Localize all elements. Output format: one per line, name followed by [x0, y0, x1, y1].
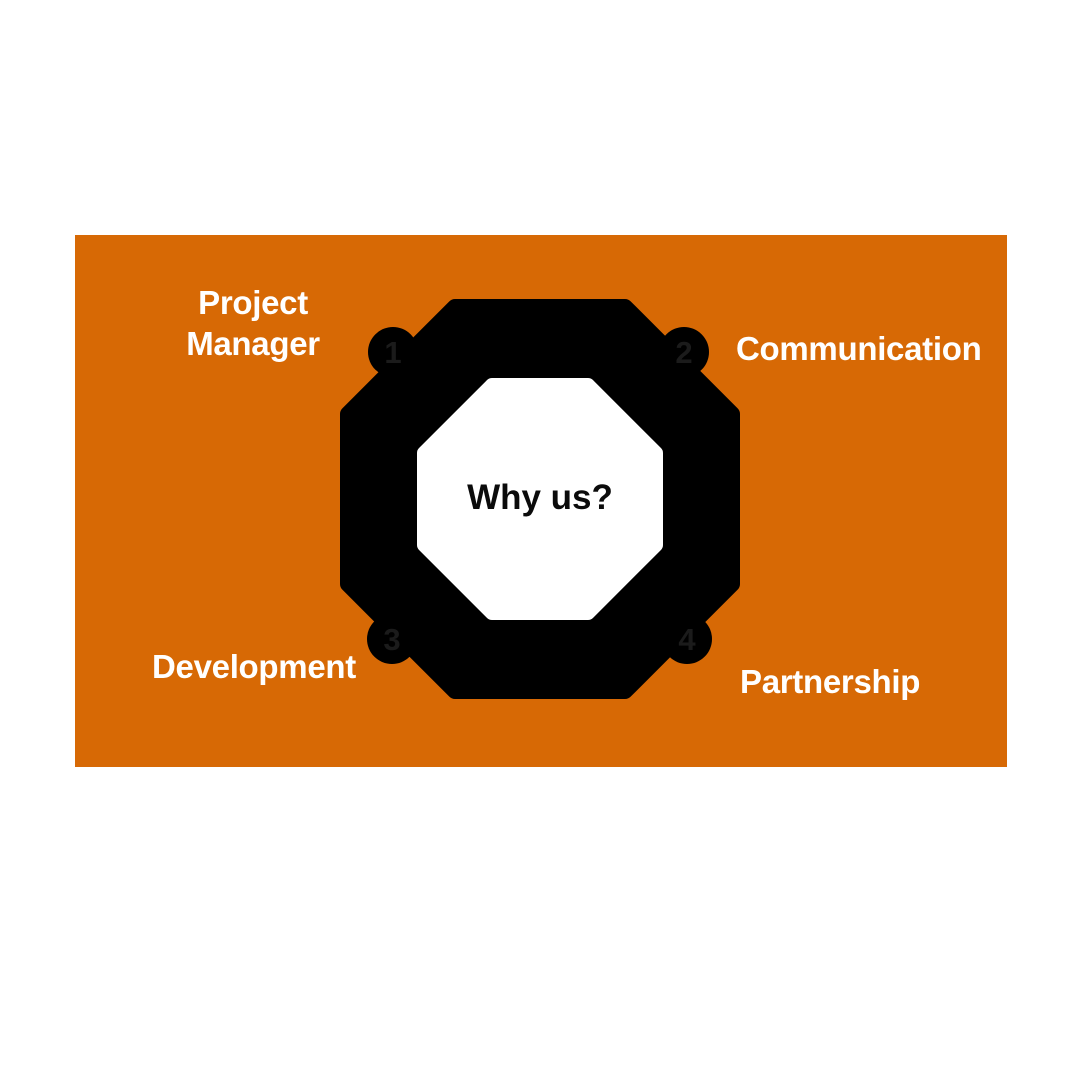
step-number-4: 4: [678, 622, 696, 657]
center-label: Why us?: [467, 478, 613, 517]
step-marker-1: [368, 327, 418, 377]
label-partnership: Partnership: [740, 663, 921, 700]
step-number-1: 1: [384, 335, 401, 370]
step-number-3: 3: [383, 622, 400, 657]
label-communication: Communication: [736, 330, 982, 367]
label-project-manager: Project Manager: [186, 284, 320, 362]
step-marker-4: [662, 614, 712, 664]
step-marker-3: [367, 614, 417, 664]
step-number-2: 2: [675, 335, 692, 370]
label-development: Development: [152, 648, 356, 685]
center-shape: [417, 378, 663, 620]
step-marker-2: [659, 327, 709, 377]
